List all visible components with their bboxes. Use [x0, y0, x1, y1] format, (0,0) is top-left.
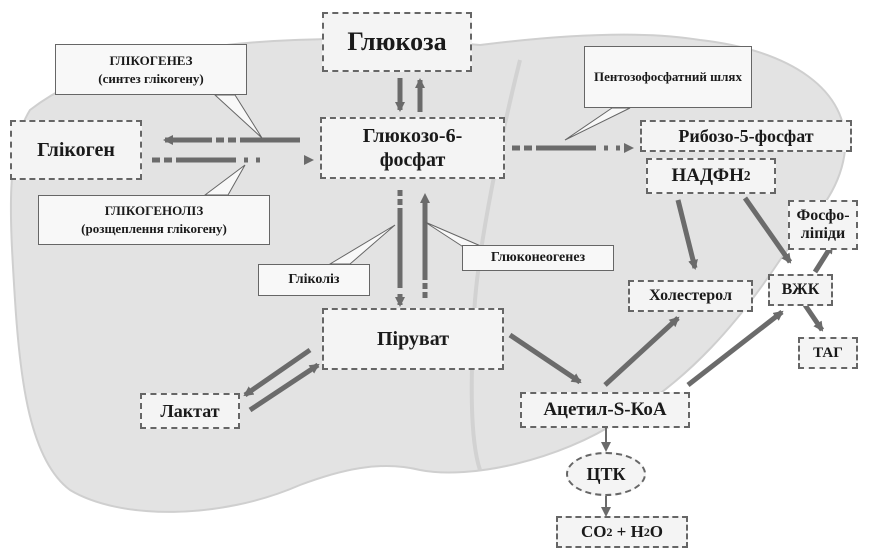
acetyl-coa-node: Ацетил-S-КоА: [520, 392, 690, 428]
g6p-label: Глюкозо-6-фосфат: [362, 125, 463, 171]
pyruvate-node: Піруват: [322, 308, 504, 370]
glycogen-node: Глікоген: [10, 120, 142, 180]
phospholipids-node: Фосфо-ліпіди: [788, 200, 858, 250]
vzhk-label: ВЖК: [781, 281, 820, 298]
tca-node: ЦТК: [566, 452, 646, 496]
glycogenesis-subtitle: (синтез глікогену): [98, 70, 204, 86]
arrow-pyruvate-to-acetyl: [508, 332, 582, 385]
acetyl-coa-label: Ацетил-S-КоА: [543, 399, 667, 420]
arrow-vzhk-to-tag: [802, 303, 825, 332]
pyruvate-label: Піруват: [376, 327, 450, 350]
plus-h-label: + H: [612, 522, 644, 541]
gluconeogenesis-label: Глюконеогенез: [490, 250, 586, 265]
co2-label: CO: [580, 522, 607, 541]
glycogenesis-callout: ГЛІКОГЕНЕЗ (синтез глікогену): [55, 44, 247, 95]
tag-label: ТАГ: [813, 344, 843, 361]
glycogenolysis-title: ГЛІКОГЕНОЛІЗ: [104, 203, 204, 219]
pentose-callout: Пентозофосфатний шлях: [584, 46, 752, 108]
co2-subscript: 2: [606, 524, 613, 539]
arrow-nadph-to-vzhk: [742, 196, 793, 264]
vzhk-node: ВЖК: [768, 274, 833, 306]
arrow-pyruvate-to-lactate: [243, 347, 312, 398]
nadph-label: НАДФН: [671, 165, 744, 186]
glycogenolysis-subtitle: (розщеплення глікогену): [81, 221, 227, 236]
arrow-acetyl-to-vzhk: [686, 310, 784, 387]
gluconeogenesis-callout: Глюконеогенез: [462, 245, 614, 271]
phospholipids-label: Фосфо-ліпіди: [796, 206, 850, 242]
arrow-acetyl-to-cholesterol: [603, 316, 680, 387]
lactate-node: Лактат: [140, 393, 240, 429]
arrow-lactate-to-pyruvate: [248, 362, 320, 413]
arrow-nadph-to-cholesterol: [675, 199, 698, 270]
glycogen-label: Глікоген: [37, 138, 115, 161]
glycolysis-callout: Гліколіз: [258, 264, 370, 296]
h2o-o-label: O: [649, 522, 664, 541]
glucose-node: Глюкоза: [322, 12, 472, 72]
pentose-callout-tail: [564, 107, 631, 141]
pentose-label: Пентозофосфатний шлях: [594, 69, 742, 85]
lactate-label: Лактат: [160, 400, 220, 421]
nadph-subscript: 2: [743, 168, 751, 183]
ribose-node: Рибозо-5-фосфат: [640, 120, 852, 152]
glucose-label: Глюкоза: [347, 27, 447, 56]
glycogenesis-callout-tail: [213, 94, 263, 139]
tag-node: ТАГ: [798, 337, 858, 369]
glycolysis-label: Гліколіз: [288, 272, 340, 287]
tca-label: ЦТК: [586, 463, 626, 484]
glycogenesis-title: ГЛІКОГЕНЕЗ: [109, 52, 193, 68]
g6p-node: Глюкозо-6-фосфат: [320, 117, 505, 179]
cholesterol-node: Холестерол: [628, 280, 753, 312]
h2o-subscript: 2: [643, 524, 650, 539]
ribose-label: Рибозо-5-фосфат: [678, 125, 814, 146]
cholesterol-label: Холестерол: [649, 287, 732, 304]
glycogenolysis-callout: ГЛІКОГЕНОЛІЗ (розщеплення глікогену): [38, 195, 270, 245]
